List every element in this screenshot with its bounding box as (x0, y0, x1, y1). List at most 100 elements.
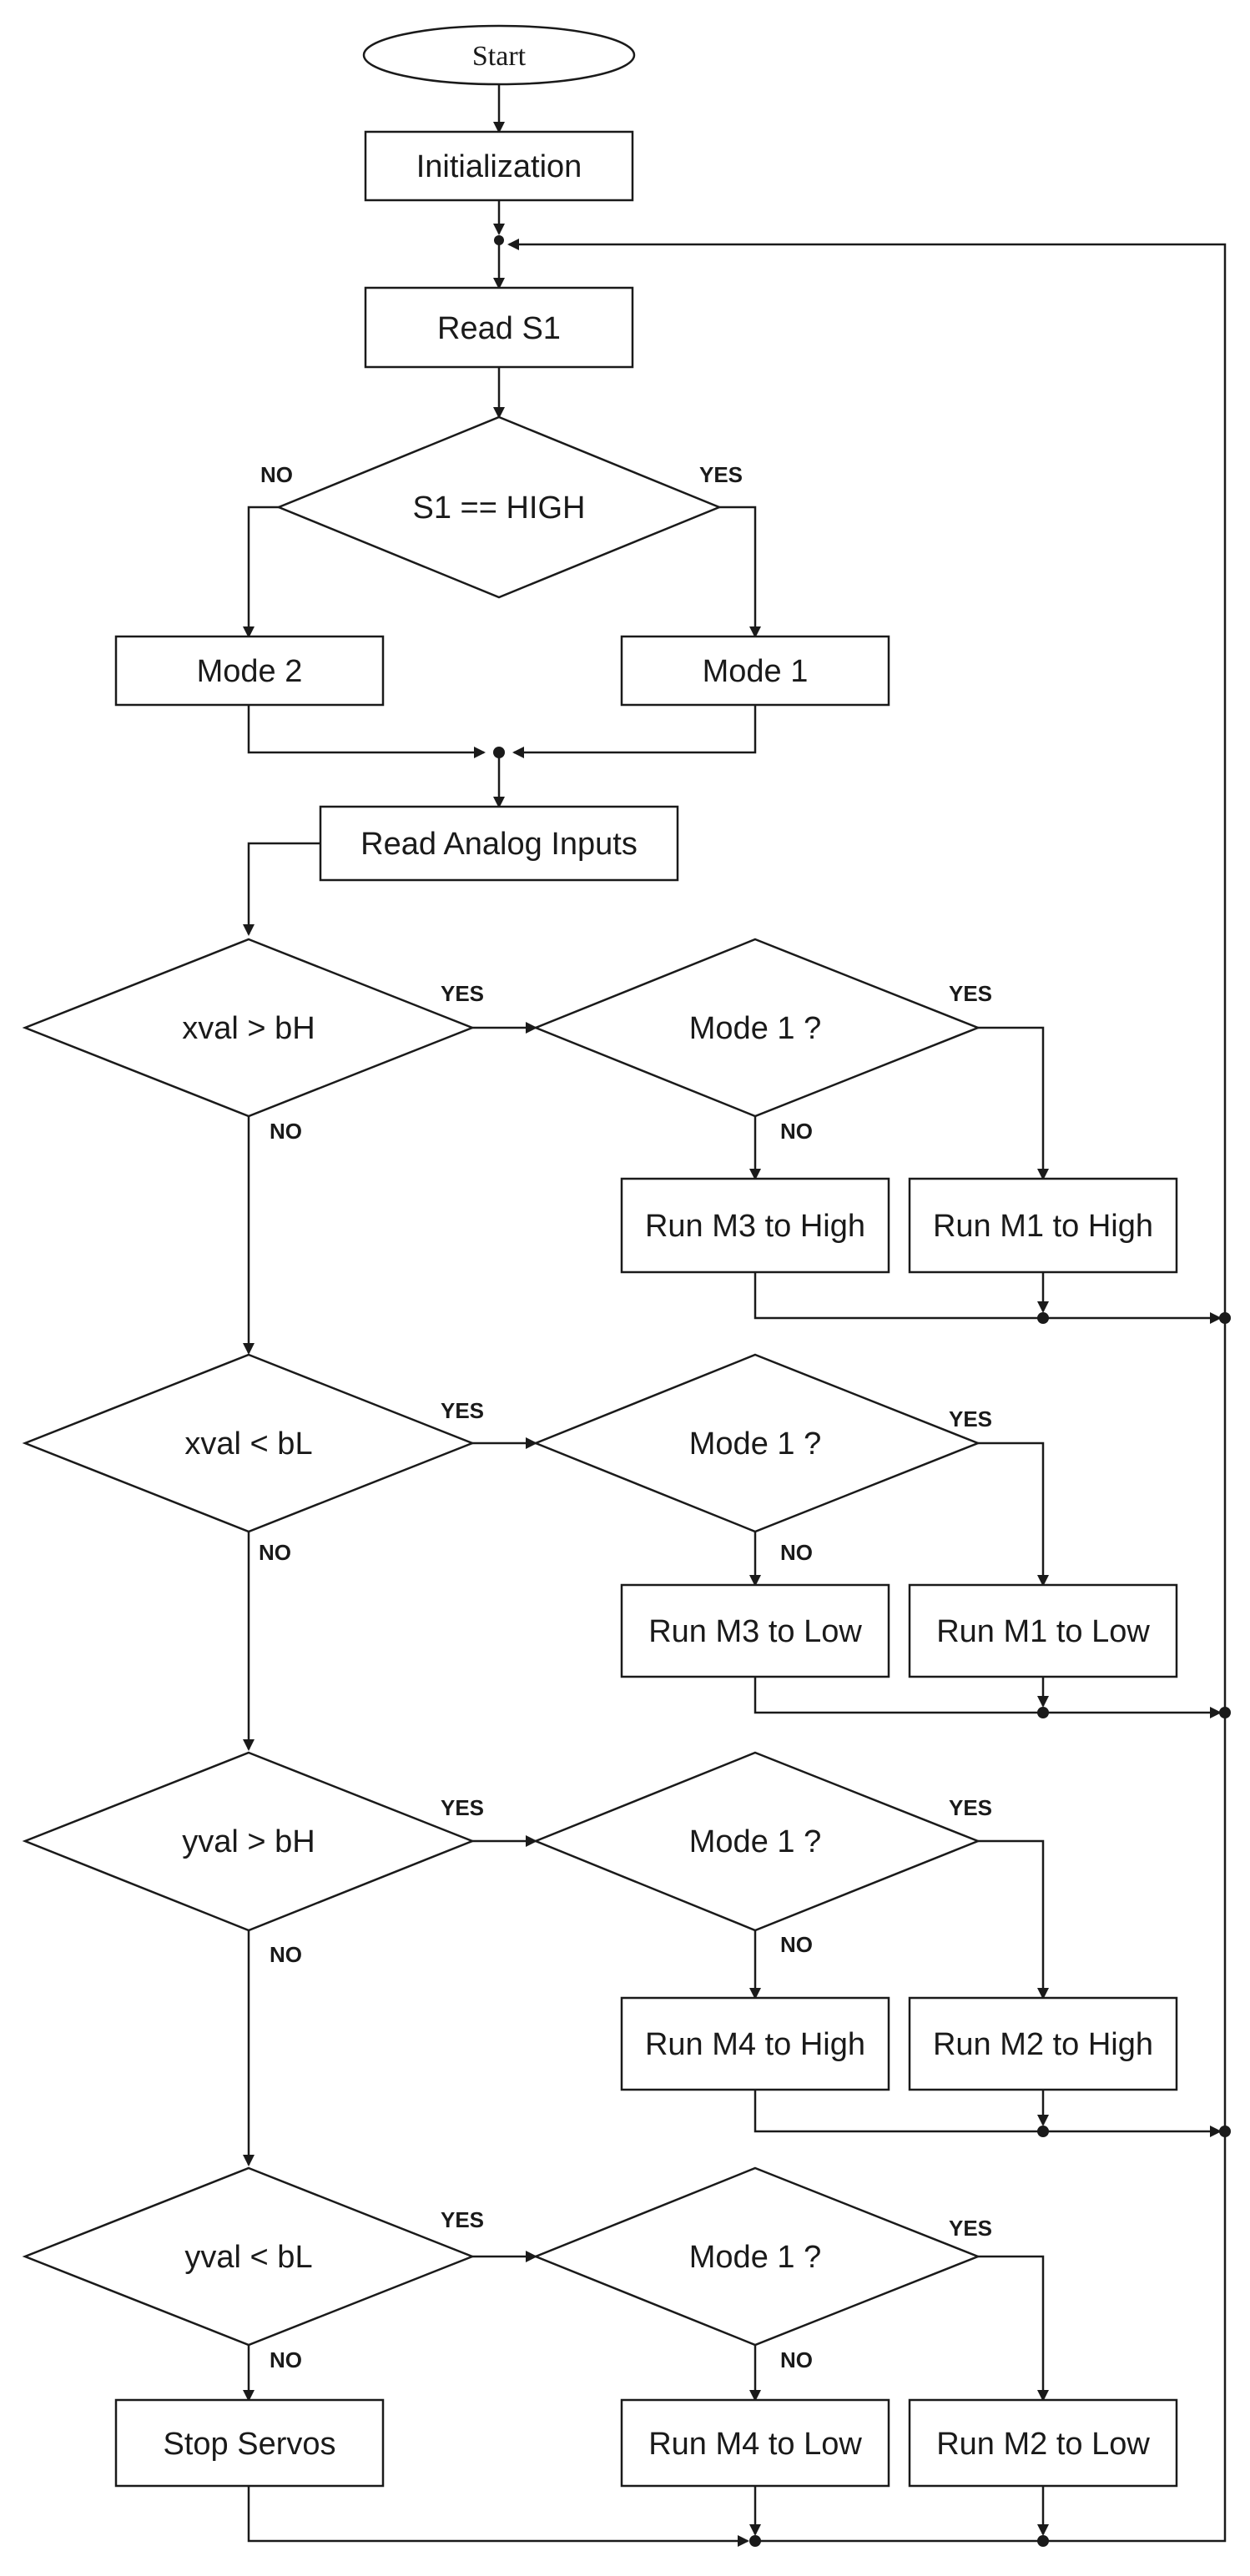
m1-low-shape (908, 1583, 1178, 1678)
m4-low-text: Run M4 to Low (648, 2427, 862, 2462)
junction-loop-row1 (1219, 1312, 1231, 1324)
edge-stop-out (247, 2486, 749, 2547)
mode-check-4-no-label: NO (780, 2347, 813, 2372)
s1-yes-label: YES (699, 462, 743, 487)
mode-check-1-node: Mode 1 ? (532, 938, 981, 1118)
edge-m3-low-out (754, 1677, 1222, 1718)
xval-gt-no-label: NO (270, 1119, 302, 1144)
yval-lt-yes-label: YES (441, 2207, 484, 2232)
init-text: Initialization (416, 149, 582, 184)
read-s1-text: Read S1 (437, 311, 561, 346)
start-node: Start (362, 24, 636, 86)
edge-mode-check-3-yes (978, 1839, 1049, 2000)
mode1-shape (620, 635, 890, 707)
mode2-text: Mode 2 (197, 654, 303, 689)
edge-m4-high-out (754, 2090, 1222, 2137)
xval-lt-node: xval < bL (22, 1353, 476, 1533)
yval-lt-no-label: NO (270, 2347, 302, 2372)
junction-loop-row2 (1219, 1707, 1231, 1718)
mode-check-3-shape (532, 1751, 981, 1932)
m1-low-text: Run M1 to Low (936, 1614, 1150, 1649)
mode-check-4-text: Mode 1 ? (689, 2240, 821, 2275)
start-text: Start (472, 41, 527, 72)
m4-low-node: Run M4 to Low (620, 2398, 890, 2488)
mode1-text: Mode 1 (703, 654, 809, 689)
junctions (493, 235, 1231, 2547)
yval-gt-no-label: NO (270, 1942, 302, 1967)
read-analog-node: Read Analog Inputs (319, 805, 679, 882)
xval-gt-node: xval > bH (22, 938, 476, 1118)
mode-check-2-node: Mode 1 ? (532, 1353, 981, 1533)
read-s1-shape (364, 286, 634, 369)
junction-row1 (1037, 1312, 1049, 1324)
edge-mode2-merge (247, 705, 486, 758)
m4-high-text: Run M4 to High (645, 2027, 865, 2062)
junction-row4-right (1037, 2535, 1049, 2547)
edge-mode-check-4-yes (978, 2255, 1049, 2402)
mode-check-1-yes-label: YES (949, 981, 992, 1006)
m4-low-shape (620, 2398, 890, 2488)
stop-shape (114, 2398, 385, 2488)
start-shape (362, 24, 636, 86)
yval-gt-yes-label: YES (441, 1795, 484, 1820)
xval-lt-shape (22, 1353, 476, 1533)
m1-low-node: Run M1 to Low (908, 1583, 1178, 1678)
junction-top (494, 235, 504, 245)
mode-check-3-yes-label: YES (949, 1795, 992, 1820)
edge-return-bottom (755, 2137, 1227, 2543)
s1-no-label: NO (260, 462, 293, 487)
xval-gt-text: xval > bH (182, 1011, 315, 1046)
read-s1-node: Read S1 (364, 286, 634, 369)
mode-check-3-node: Mode 1 ? (532, 1751, 981, 1932)
m2-high-node: Run M2 to High (908, 1996, 1178, 2091)
xval-lt-text: xval < bL (184, 1426, 312, 1462)
junction-loop-row3 (1219, 2126, 1231, 2137)
mode-check-4-node: Mode 1 ? (532, 2166, 981, 2347)
mode-check-2-yes-label: YES (949, 1406, 992, 1431)
yval-lt-shape (22, 2166, 476, 2347)
mode-check-2-shape (532, 1353, 981, 1533)
edge-mode1-merge (512, 705, 757, 758)
s1-check-text: S1 == HIGH (413, 491, 586, 526)
m2-low-text: Run M2 to Low (936, 2427, 1150, 2462)
xval-gt-shape (22, 938, 476, 1118)
edge-mode-check-1-yes (978, 1026, 1049, 1180)
init-node: Initialization (364, 130, 634, 202)
m3-low-shape (620, 1583, 890, 1678)
m1-high-text: Run M1 to High (933, 1209, 1153, 1244)
m3-high-shape (620, 1177, 890, 1274)
read-analog-text: Read Analog Inputs (360, 827, 638, 862)
m2-low-node: Run M2 to Low (908, 2398, 1178, 2488)
m2-high-text: Run M2 to High (933, 2027, 1153, 2062)
junction-row2 (1037, 1707, 1049, 1718)
yval-lt-node: yval < bL (22, 2166, 476, 2347)
read-analog-shape (319, 805, 679, 882)
xval-lt-no-label: NO (259, 1540, 291, 1565)
s1-check-node: S1 == HIGH (275, 415, 723, 599)
m2-high-shape (908, 1996, 1178, 2091)
m3-low-text: Run M3 to Low (648, 1614, 862, 1649)
stop-node: Stop Servos (114, 2398, 385, 2488)
yval-gt-text: yval > bH (182, 1824, 315, 1859)
mode-check-3-text: Mode 1 ? (689, 1824, 821, 1859)
edge-s1-no-mode2 (243, 506, 279, 638)
mode-check-2-text: Mode 1 ? (689, 1426, 821, 1462)
yval-gt-shape (22, 1751, 476, 1932)
init-shape (364, 130, 634, 202)
xval-lt-yes-label: YES (441, 1398, 484, 1423)
mode2-node: Mode 2 (114, 635, 385, 707)
mode-check-3-no-label: NO (780, 1932, 813, 1957)
m1-high-node: Run M1 to High (908, 1177, 1178, 1274)
yval-gt-node: yval > bH (22, 1751, 476, 1932)
mode-check-1-no-label: NO (780, 1119, 813, 1144)
mode-check-2-no-label: NO (780, 1540, 813, 1565)
mode-check-4-yes-label: YES (949, 2216, 992, 2241)
yval-lt-text: yval < bL (184, 2240, 312, 2275)
m3-high-text: Run M3 to High (645, 1209, 865, 1244)
s1-check-shape (275, 415, 723, 599)
edge-return-loop (507, 239, 1227, 2137)
mode-check-1-text: Mode 1 ? (689, 1011, 821, 1046)
edge-m3-high-out (754, 1272, 1222, 1324)
edge-mode-check-2-yes (978, 1441, 1049, 1587)
